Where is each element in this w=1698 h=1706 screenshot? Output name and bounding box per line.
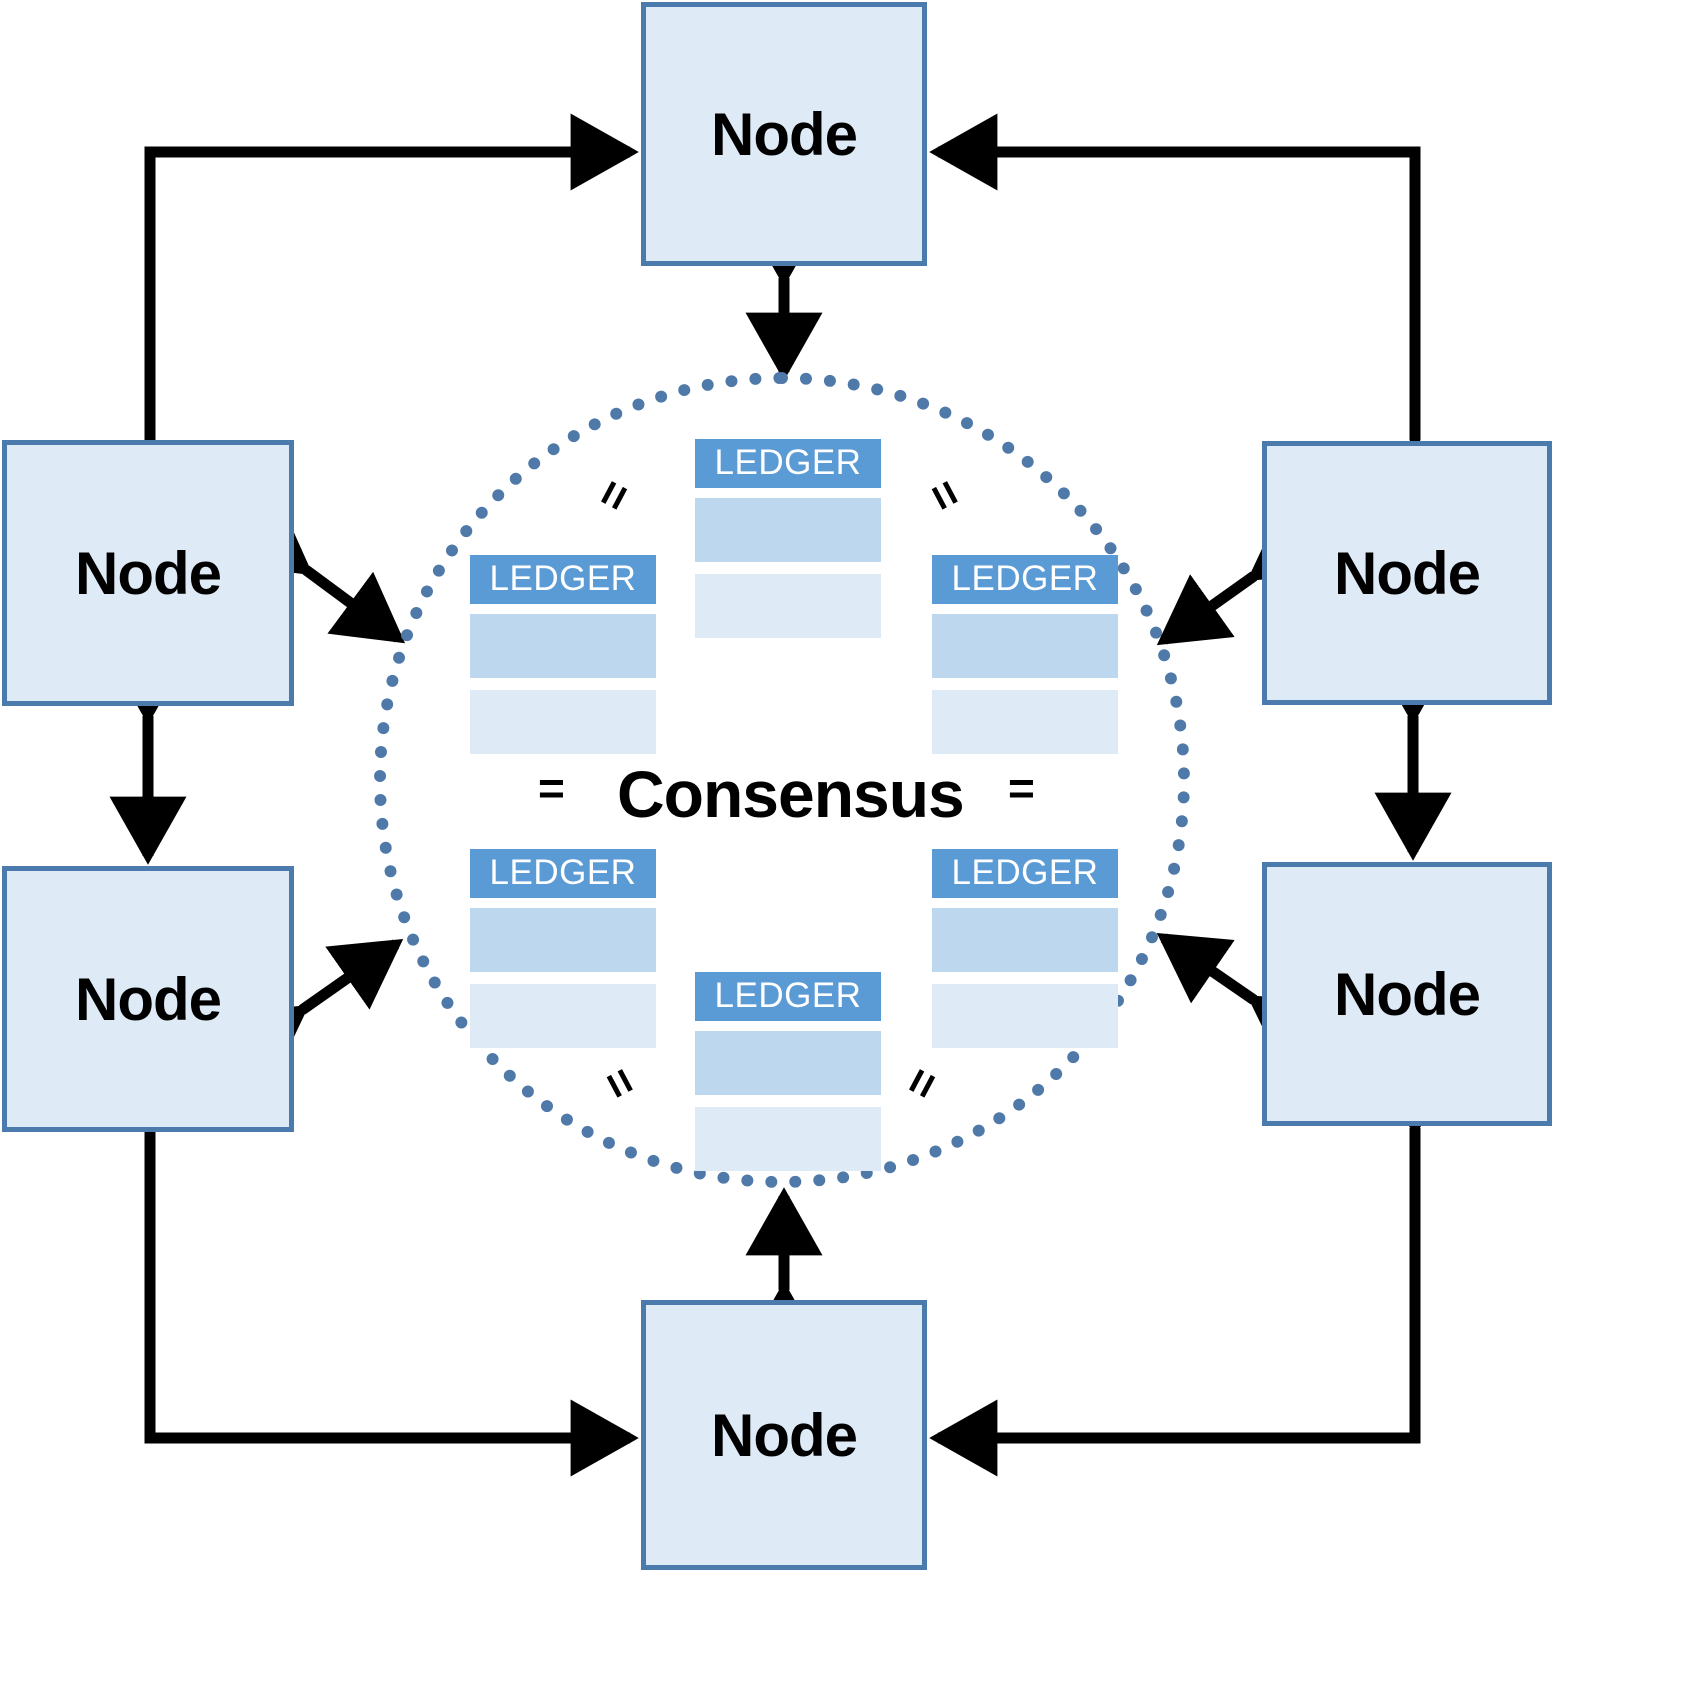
connector-left-lower-to-bottom — [111, 1072, 639, 1477]
ledger-header: LEDGER — [695, 972, 881, 1021]
node-box-top[interactable]: Node — [641, 2, 927, 266]
equals-sign-icon-right: = — [1008, 762, 1035, 814]
ledger-header: LEDGER — [932, 555, 1118, 604]
node-box-bottom[interactable]: Node — [641, 1300, 927, 1570]
ledger-card-top-left[interactable]: LEDGER — [470, 555, 656, 754]
ledger-block-2 — [932, 984, 1118, 1048]
ledger-block-1 — [695, 1031, 881, 1095]
ledger-block-1 — [932, 908, 1118, 972]
ledger-card-bottom-left[interactable]: LEDGER — [470, 849, 656, 1048]
node-box-left-lower[interactable]: Node — [2, 866, 294, 1132]
ledger-card-bottom[interactable]: LEDGER — [695, 972, 881, 1171]
node-label: Node — [75, 539, 222, 607]
ledger-block-2 — [470, 984, 656, 1048]
ledger-card-bottom-right[interactable]: LEDGER — [932, 849, 1118, 1048]
node-label: Node — [1334, 960, 1481, 1028]
ledger-card-top[interactable]: LEDGER — [695, 439, 881, 638]
ledger-block-2 — [695, 574, 881, 638]
ledger-header: LEDGER — [470, 849, 656, 898]
ledger-header: LEDGER — [932, 849, 1118, 898]
node-box-left-upper[interactable]: Node — [2, 440, 294, 706]
ledger-block-1 — [932, 614, 1118, 678]
ledger-block-2 — [695, 1107, 881, 1171]
ledger-header: LEDGER — [470, 555, 656, 604]
connector-right-lower-to-circle — [1156, 933, 1325, 1066]
ledger-block-1 — [695, 498, 881, 562]
node-label: Node — [711, 100, 858, 168]
connector-right-upper-to-circle — [1156, 510, 1325, 646]
connector-right-upper-to-top — [929, 113, 1454, 500]
connector-left-lower-to-circle — [231, 938, 404, 1076]
ledger-block-1 — [470, 908, 656, 972]
ledger-block-1 — [470, 614, 656, 678]
node-label: Node — [75, 965, 222, 1033]
node-box-right-upper[interactable]: Node — [1262, 441, 1552, 705]
ledger-block-2 — [932, 690, 1118, 754]
ledger-card-top-right[interactable]: LEDGER — [932, 555, 1118, 754]
node-label: Node — [711, 1401, 858, 1469]
ledger-block-2 — [470, 690, 656, 754]
connector-left-upper-to-circle — [235, 503, 406, 644]
equals-sign-icon-left: = — [538, 762, 565, 814]
node-label: Node — [1334, 539, 1481, 607]
node-box-right-lower[interactable]: Node — [1262, 862, 1552, 1126]
consensus-label: Consensus — [617, 757, 965, 831]
ledger-header: LEDGER — [695, 439, 881, 488]
connector-left-upper-to-top — [111, 113, 639, 500]
connector-right-lower-to-bottom — [929, 1068, 1454, 1477]
